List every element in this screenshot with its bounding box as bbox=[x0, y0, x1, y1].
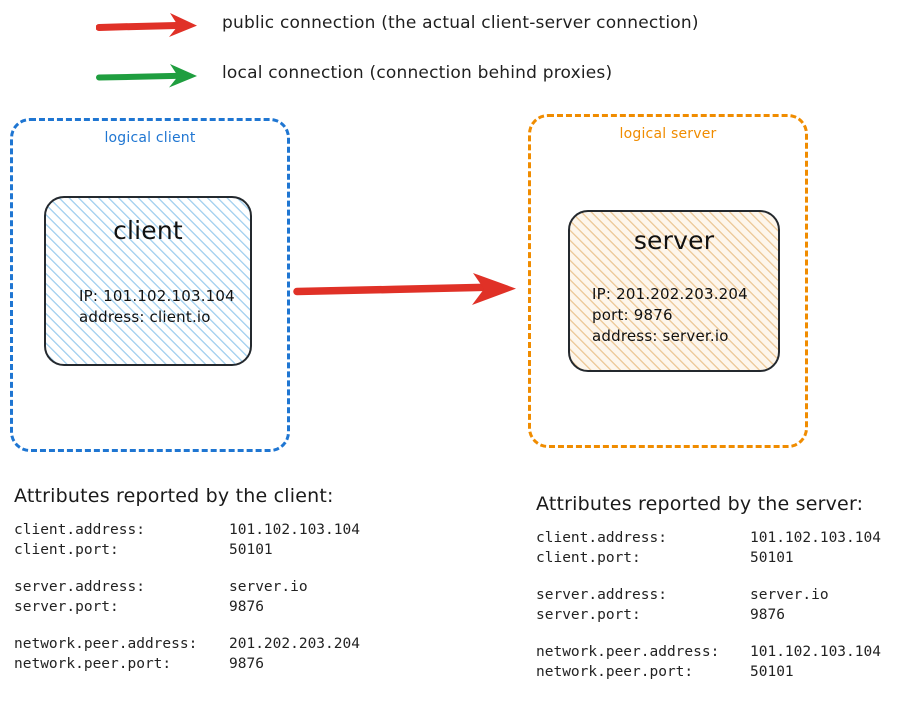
attribute-value: 201.202.203.204 bbox=[229, 636, 360, 652]
attribute-row: server.address: server.io bbox=[14, 577, 474, 597]
attribute-value: 101.102.103.104 bbox=[750, 644, 881, 660]
attribute-value: server.io bbox=[750, 587, 829, 603]
client-node-details: IP: 101.102.103.104 address: client.io bbox=[79, 286, 235, 328]
attribute-row: client.address: 101.102.103.104 bbox=[536, 528, 900, 548]
server-node-detail-port: port: 9876 bbox=[592, 306, 673, 324]
server-node: server IP: 201.202.203.204 port: 9876 ad… bbox=[568, 210, 780, 372]
logical-client-container: logical client bbox=[10, 118, 290, 452]
attribute-key: network.peer.port: bbox=[14, 656, 172, 672]
server-attributes-panel: Attributes reported by the server: clien… bbox=[536, 492, 900, 682]
attribute-key: client.port: bbox=[14, 542, 119, 558]
public-connection-arrow-icon bbox=[292, 262, 524, 316]
logical-server-label: logical server bbox=[619, 126, 717, 142]
server-attributes-heading: Attributes reported by the server: bbox=[536, 493, 864, 515]
attribute-row: network.peer.address: 101.102.103.104 bbox=[536, 642, 900, 662]
attribute-value: 50101 bbox=[750, 550, 794, 566]
attribute-row: server.port: 9876 bbox=[536, 605, 900, 625]
client-node-title: client bbox=[113, 216, 183, 245]
attribute-key: client.address: bbox=[536, 530, 667, 546]
attribute-value: 9876 bbox=[229, 599, 264, 615]
attribute-group: client.address: 101.102.103.104 client.p… bbox=[536, 528, 900, 568]
attribute-row: client.port: 50101 bbox=[14, 540, 474, 560]
legend-label-public: public connection (the actual client-ser… bbox=[222, 13, 699, 33]
server-node-detail-ip: IP: 201.202.203.204 bbox=[592, 285, 748, 303]
server-node-title: server bbox=[633, 226, 715, 255]
red-arrow-icon bbox=[95, 6, 204, 46]
attribute-key: client.address: bbox=[14, 522, 145, 538]
attribute-key: network.peer.address: bbox=[14, 636, 198, 652]
attribute-value: 101.102.103.104 bbox=[229, 522, 360, 538]
server-node-detail-address: address: server.io bbox=[592, 327, 729, 345]
legend-item-public: public connection (the actual client-ser… bbox=[0, 6, 900, 46]
attribute-group: client.address: 101.102.103.104 client.p… bbox=[14, 520, 474, 560]
attribute-key: network.peer.address: bbox=[536, 644, 720, 660]
client-attributes-heading: Attributes reported by the client: bbox=[14, 485, 334, 507]
attribute-value: 50101 bbox=[229, 542, 273, 558]
attribute-row: server.address: server.io bbox=[536, 585, 900, 605]
attribute-row: client.port: 50101 bbox=[536, 548, 900, 568]
attribute-row: client.address: 101.102.103.104 bbox=[14, 520, 474, 540]
attribute-key: server.address: bbox=[536, 587, 667, 603]
attribute-key: server.port: bbox=[536, 607, 641, 623]
legend: public connection (the actual client-ser… bbox=[0, 0, 900, 105]
attribute-value: 101.102.103.104 bbox=[750, 530, 881, 546]
logical-client-label: logical client bbox=[104, 130, 196, 146]
attribute-group: network.peer.address: 101.102.103.104 ne… bbox=[536, 642, 900, 682]
attribute-key: server.port: bbox=[14, 599, 119, 615]
attribute-value: 50101 bbox=[750, 664, 794, 680]
attribute-group: network.peer.address: 201.202.203.204 ne… bbox=[14, 634, 474, 674]
attribute-value: 9876 bbox=[750, 607, 785, 623]
attribute-row: server.port: 9876 bbox=[14, 597, 474, 617]
green-arrow-icon bbox=[96, 56, 204, 96]
attribute-key: server.address: bbox=[14, 579, 145, 595]
attribute-row: network.peer.address: 201.202.203.204 bbox=[14, 634, 474, 654]
logical-server-container: logical server bbox=[528, 114, 808, 448]
attribute-row: network.peer.port: 9876 bbox=[14, 654, 474, 674]
attribute-key: client.port: bbox=[536, 550, 641, 566]
attribute-group: server.address: server.io server.port: 9… bbox=[536, 585, 900, 625]
attribute-value: server.io bbox=[229, 579, 308, 595]
client-node-detail-ip: IP: 101.102.103.104 bbox=[79, 287, 235, 305]
attribute-value: 9876 bbox=[229, 656, 264, 672]
client-attributes-panel: Attributes reported by the client: clien… bbox=[14, 484, 474, 674]
client-node-detail-address: address: client.io bbox=[79, 308, 211, 326]
client-node: client IP: 101.102.103.104 address: clie… bbox=[44, 196, 252, 366]
server-node-details: IP: 201.202.203.204 port: 9876 address: … bbox=[592, 284, 748, 347]
legend-label-local: local connection (connection behind prox… bbox=[222, 63, 613, 83]
attribute-row: network.peer.port: 50101 bbox=[536, 662, 900, 682]
attribute-key: network.peer.port: bbox=[536, 664, 694, 680]
legend-item-local: local connection (connection behind prox… bbox=[0, 56, 900, 96]
attribute-group: server.address: server.io server.port: 9… bbox=[14, 577, 474, 617]
